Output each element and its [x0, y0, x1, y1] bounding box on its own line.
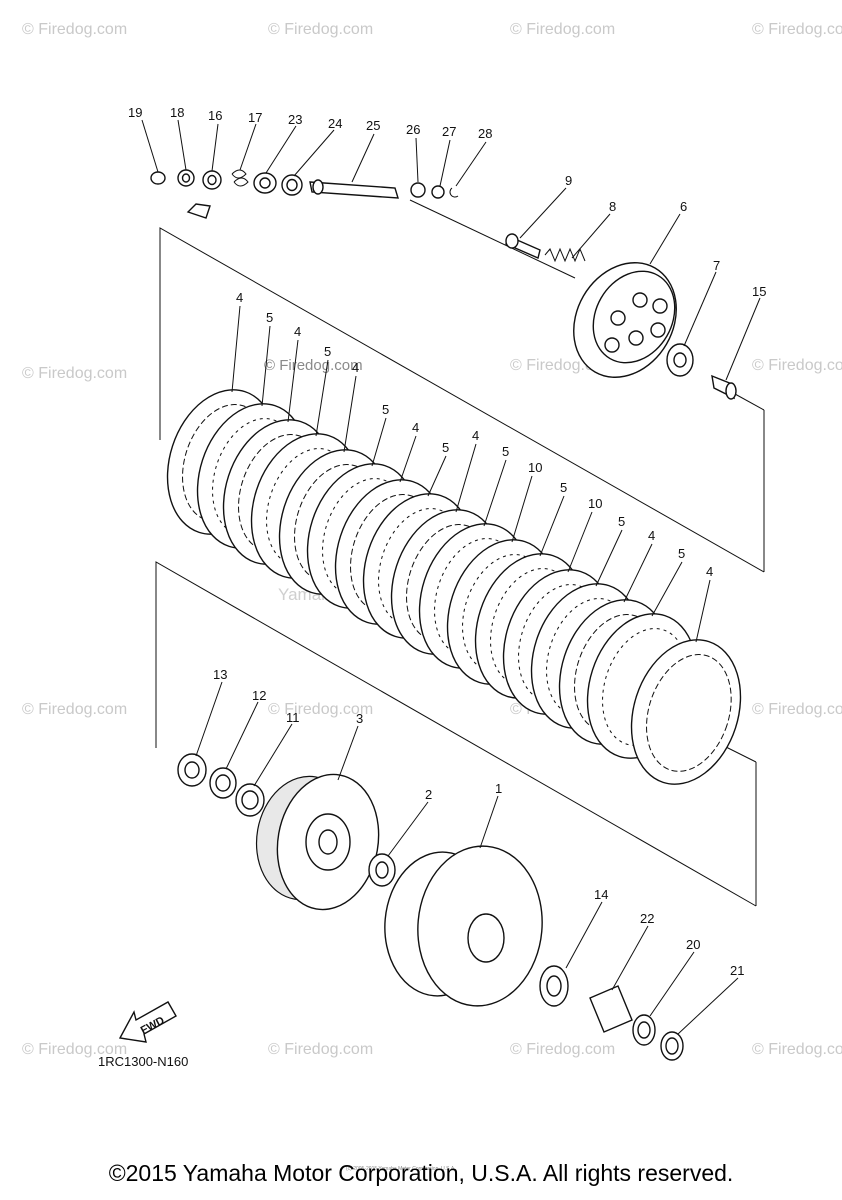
shaft-parts	[150, 169, 459, 219]
callout-17: 17	[248, 110, 262, 125]
watermark: © Firedog.com	[268, 21, 373, 38]
watermark: © Firedog.com	[264, 357, 363, 374]
callout-4: 4	[412, 420, 419, 435]
plate-leader-line	[651, 561, 683, 617]
callout-5: 5	[560, 480, 567, 495]
callout-18: 18	[170, 105, 184, 120]
plate-leader-line	[567, 511, 593, 573]
watermark: © Firedog.com	[22, 701, 127, 718]
callout-12: 12	[252, 688, 266, 703]
callout-15: 15	[752, 284, 766, 299]
callout-16: 16	[208, 108, 222, 123]
plate-leader-line	[695, 579, 711, 643]
watermark: © Firedog.com	[510, 21, 615, 38]
plate-inner-ring	[646, 654, 732, 772]
callout-20: 20	[686, 937, 700, 952]
callout-8: 8	[609, 199, 616, 214]
callout-4: 4	[472, 428, 479, 443]
callout-4: 4	[236, 290, 243, 305]
callout-23: 23	[288, 112, 302, 127]
callout-4: 4	[648, 528, 655, 543]
pressure-plate-assembly	[505, 233, 737, 400]
plate-leader-line	[623, 543, 653, 603]
callout-6: 6	[680, 199, 687, 214]
friction-plate	[630, 639, 742, 785]
copyright-notice: ©2015 Yamaha Motor Corporation, U.S.A. A…	[108, 1160, 734, 1186]
watermark: © Firedog.com	[22, 21, 127, 38]
plate-leader-line	[399, 435, 417, 483]
plate-leader-line	[427, 455, 447, 497]
callout-19: 19	[128, 105, 142, 120]
plate-leader-line	[483, 459, 507, 527]
callout-26: 26	[406, 122, 420, 137]
plate-leader-line	[595, 529, 623, 587]
callout-24: 24	[328, 116, 342, 131]
plate-leader-line	[371, 417, 387, 467]
fine-print: (c) 2005-2015 Yamaha Motor Corporation, …	[346, 1166, 456, 1172]
watermark: © Firedog.com	[752, 1041, 842, 1058]
plate-leader-line	[261, 325, 271, 407]
callout-10: 10	[588, 496, 602, 511]
callout-7: 7	[713, 258, 720, 273]
callout-1: 1	[495, 781, 502, 796]
watermark: © Firedog.com	[510, 1041, 615, 1058]
lower-assembly	[177, 753, 684, 1061]
plate-leader-line	[231, 305, 241, 393]
callout-28: 28	[478, 126, 492, 141]
watermark: © Firedog.com	[268, 701, 373, 718]
clutch-plate-stack: 4 5 4 5 4 5 4 5 4 5 10 5 10 5 4 5 4	[166, 290, 742, 785]
callout-5: 5	[266, 310, 273, 325]
callout-leaders	[141, 119, 761, 1035]
callout-5: 5	[382, 402, 389, 417]
callout-4: 4	[352, 360, 359, 375]
callout-14: 14	[594, 887, 608, 902]
callout-21: 21	[730, 963, 744, 978]
callout-numbers: 19 18 16 17 23 24 25 26 27 28 9 8 6 7 15…	[128, 105, 766, 978]
diagram-code: 1RC1300-N160	[98, 1054, 188, 1069]
callout-5: 5	[324, 344, 331, 359]
watermark: © Firedog.com	[752, 357, 842, 374]
callout-5: 5	[618, 514, 625, 529]
callout-5: 5	[442, 440, 449, 455]
callout-9: 9	[565, 173, 572, 188]
guide-lines	[155, 199, 765, 907]
plate-leader-line	[343, 375, 357, 453]
plate-leader-line	[315, 359, 329, 437]
plate-leader-line	[511, 475, 533, 543]
callout-5: 5	[502, 444, 509, 459]
callout-3: 3	[356, 711, 363, 726]
callout-10: 10	[528, 460, 542, 475]
callout-27: 27	[442, 124, 456, 139]
forward-arrow: FWD	[118, 1001, 177, 1043]
callout-25: 25	[366, 118, 380, 133]
watermark: © Firedog.com	[22, 1041, 127, 1058]
callout-5: 5	[678, 546, 685, 561]
callout-11: 11	[286, 710, 300, 725]
callout-2: 2	[425, 787, 432, 802]
watermark: © Firedog.com	[268, 1041, 373, 1058]
callout-13: 13	[213, 667, 227, 682]
plate-leader-line	[287, 339, 299, 423]
callout-4: 4	[706, 564, 713, 579]
watermark: © Firedog.com	[752, 701, 842, 718]
callout-22: 22	[640, 911, 654, 926]
callout-4: 4	[294, 324, 301, 339]
plate-leader-line	[539, 495, 565, 557]
plate-leader-line	[455, 443, 477, 513]
watermark: © Firedog.com	[22, 365, 127, 382]
watermark: © Firedog.com	[752, 21, 842, 38]
